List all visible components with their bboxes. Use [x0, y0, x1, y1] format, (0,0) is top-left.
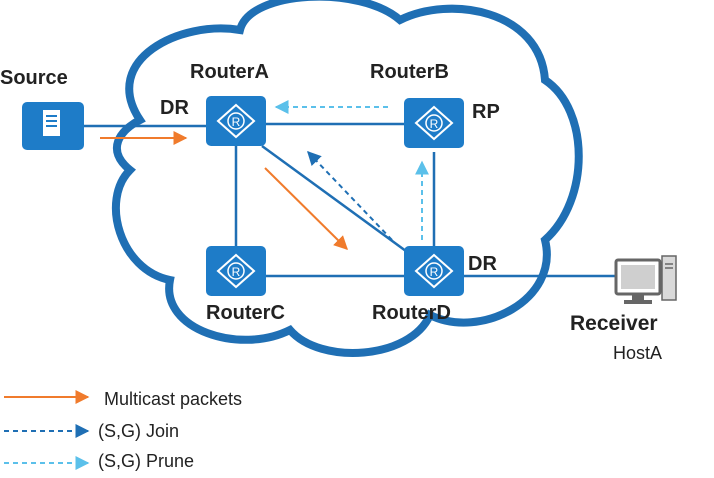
router-c-icon: R — [206, 246, 266, 296]
router-b-glyph: R — [430, 117, 439, 131]
router-a-glyph: R — [232, 115, 241, 129]
host-label: HostA — [613, 343, 662, 363]
router-c-label: RouterC — [206, 302, 285, 324]
router-d-label: RouterD — [372, 302, 451, 324]
legend: Multicast packets (S,G) Join (S,G) Prune — [4, 389, 242, 471]
source-label: Source — [0, 67, 68, 89]
router-b-rp-label: RP — [472, 101, 500, 123]
receiver-label: Receiver — [570, 312, 658, 335]
router-a-icon: R — [206, 96, 266, 146]
router-b-icon: R — [404, 98, 464, 148]
router-a-label: RouterA — [190, 61, 269, 83]
router-d-glyph: R — [430, 265, 439, 279]
router-d-dr-label: DR — [468, 253, 497, 275]
join-arrow-d-to-a — [307, 150, 393, 241]
source-server-icon — [22, 102, 84, 150]
legend-join-label: (S,G) Join — [98, 421, 179, 441]
router-c-glyph: R — [232, 265, 241, 279]
receiver-pc-icon — [614, 255, 677, 304]
multicast-arrow-a-to-d — [264, 167, 348, 250]
legend-multicast-label: Multicast packets — [104, 389, 242, 409]
legend-prune-label: (S,G) Prune — [98, 451, 194, 471]
link-routera-routerd — [261, 144, 411, 256]
network-cloud — [111, 0, 583, 357]
router-a-dr-label: DR — [160, 97, 189, 119]
router-b-label: RouterB — [370, 61, 449, 83]
router-d-icon: R — [404, 246, 464, 296]
